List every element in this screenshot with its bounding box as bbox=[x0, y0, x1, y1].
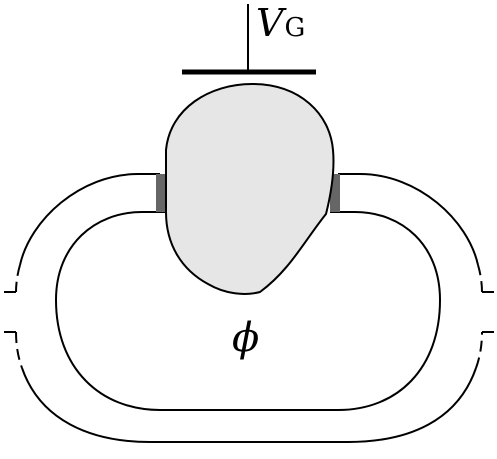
outer-ring-bottom bbox=[21, 367, 477, 443]
flux-label: ϕ bbox=[232, 315, 260, 361]
gate-voltage-label: VG bbox=[256, 4, 305, 42]
outer-ring-right-dashed-upper bbox=[477, 264, 483, 293]
outer-ring-right-arm bbox=[338, 173, 479, 266]
outer-ring-left-dashed-upper bbox=[15, 264, 21, 293]
right-tunnel-barrier bbox=[330, 174, 340, 212]
gate-voltage-subscript: G bbox=[284, 13, 306, 43]
quantum-dot bbox=[165, 82, 335, 295]
outer-ring-right-dashed-lower bbox=[475, 331, 483, 369]
left-tunnel-barrier bbox=[156, 174, 166, 212]
outer-ring-left-arm bbox=[19, 173, 160, 266]
gate-voltage-symbol: V bbox=[256, 1, 284, 45]
outer-ring-left-dashed-lower bbox=[15, 331, 23, 369]
inner-ring-loop bbox=[54, 211, 442, 411]
